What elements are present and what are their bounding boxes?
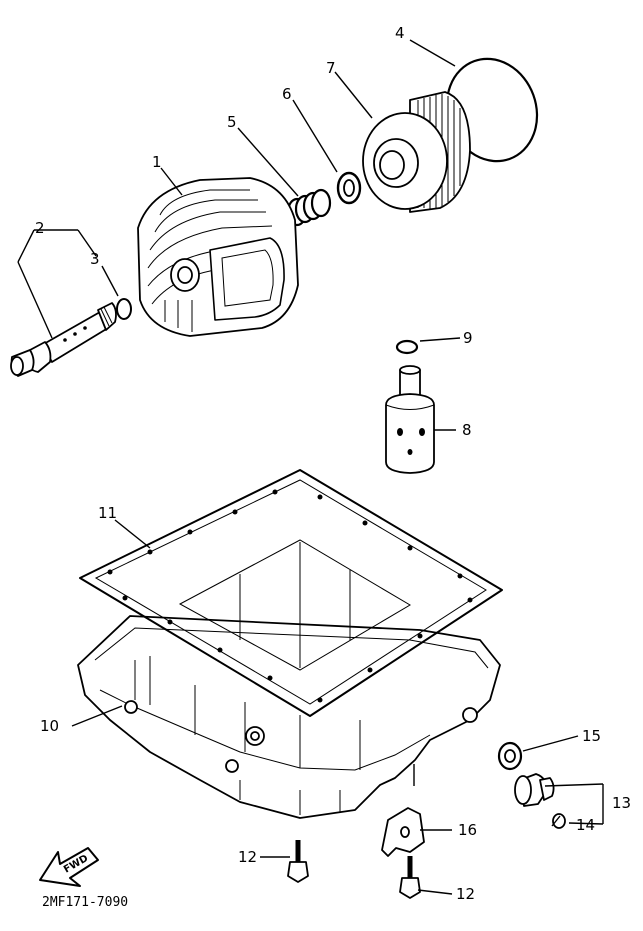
part-9-o-ring [395,339,419,355]
callout-12-right: 12 [456,885,475,903]
part-11-gasket [79,469,503,717]
callout-15: 15 [582,727,601,745]
callout-11: 11 [98,504,117,522]
callout-14: 14 [576,816,595,834]
callout-labels: 4 7 6 5 1 2 3 9 8 11 10 15 13 14 16 12 1… [35,24,631,910]
part-2-filter-bolt [10,302,117,377]
forward-direction-arrow: FWD [39,847,99,887]
callout-13: 13 [612,794,631,812]
part-5-spring [286,188,332,227]
diagram-code: 2MF171-7090 [42,895,128,910]
callout-5: 5 [227,113,237,131]
callout-9: 9 [463,329,473,347]
part-15-washer [497,741,523,771]
callout-16: 16 [458,821,477,839]
callout-12-left: 12 [238,848,257,866]
part-12-bolt-right [399,856,421,899]
leader-lines [17,39,604,895]
callout-3: 3 [90,250,100,268]
part-3-o-ring [116,298,132,320]
callout-2: 2 [35,219,45,237]
part-14-screw [551,813,566,829]
callout-7: 7 [326,59,336,77]
part-7-oil-filter [362,91,471,213]
callout-8: 8 [462,421,472,439]
part-12-bolt-left [287,840,309,883]
callout-6: 6 [282,85,292,103]
part-6-washer [336,171,362,205]
part-1-filter-cover [137,177,299,337]
callout-10: 10 [40,717,59,735]
part-10-oil-pan [77,615,501,819]
part-16-bracket [381,807,425,857]
callout-4: 4 [395,24,405,42]
callout-1: 1 [152,153,162,171]
part-13-drain-bolt [514,773,555,807]
part-8-pipe [385,365,435,474]
